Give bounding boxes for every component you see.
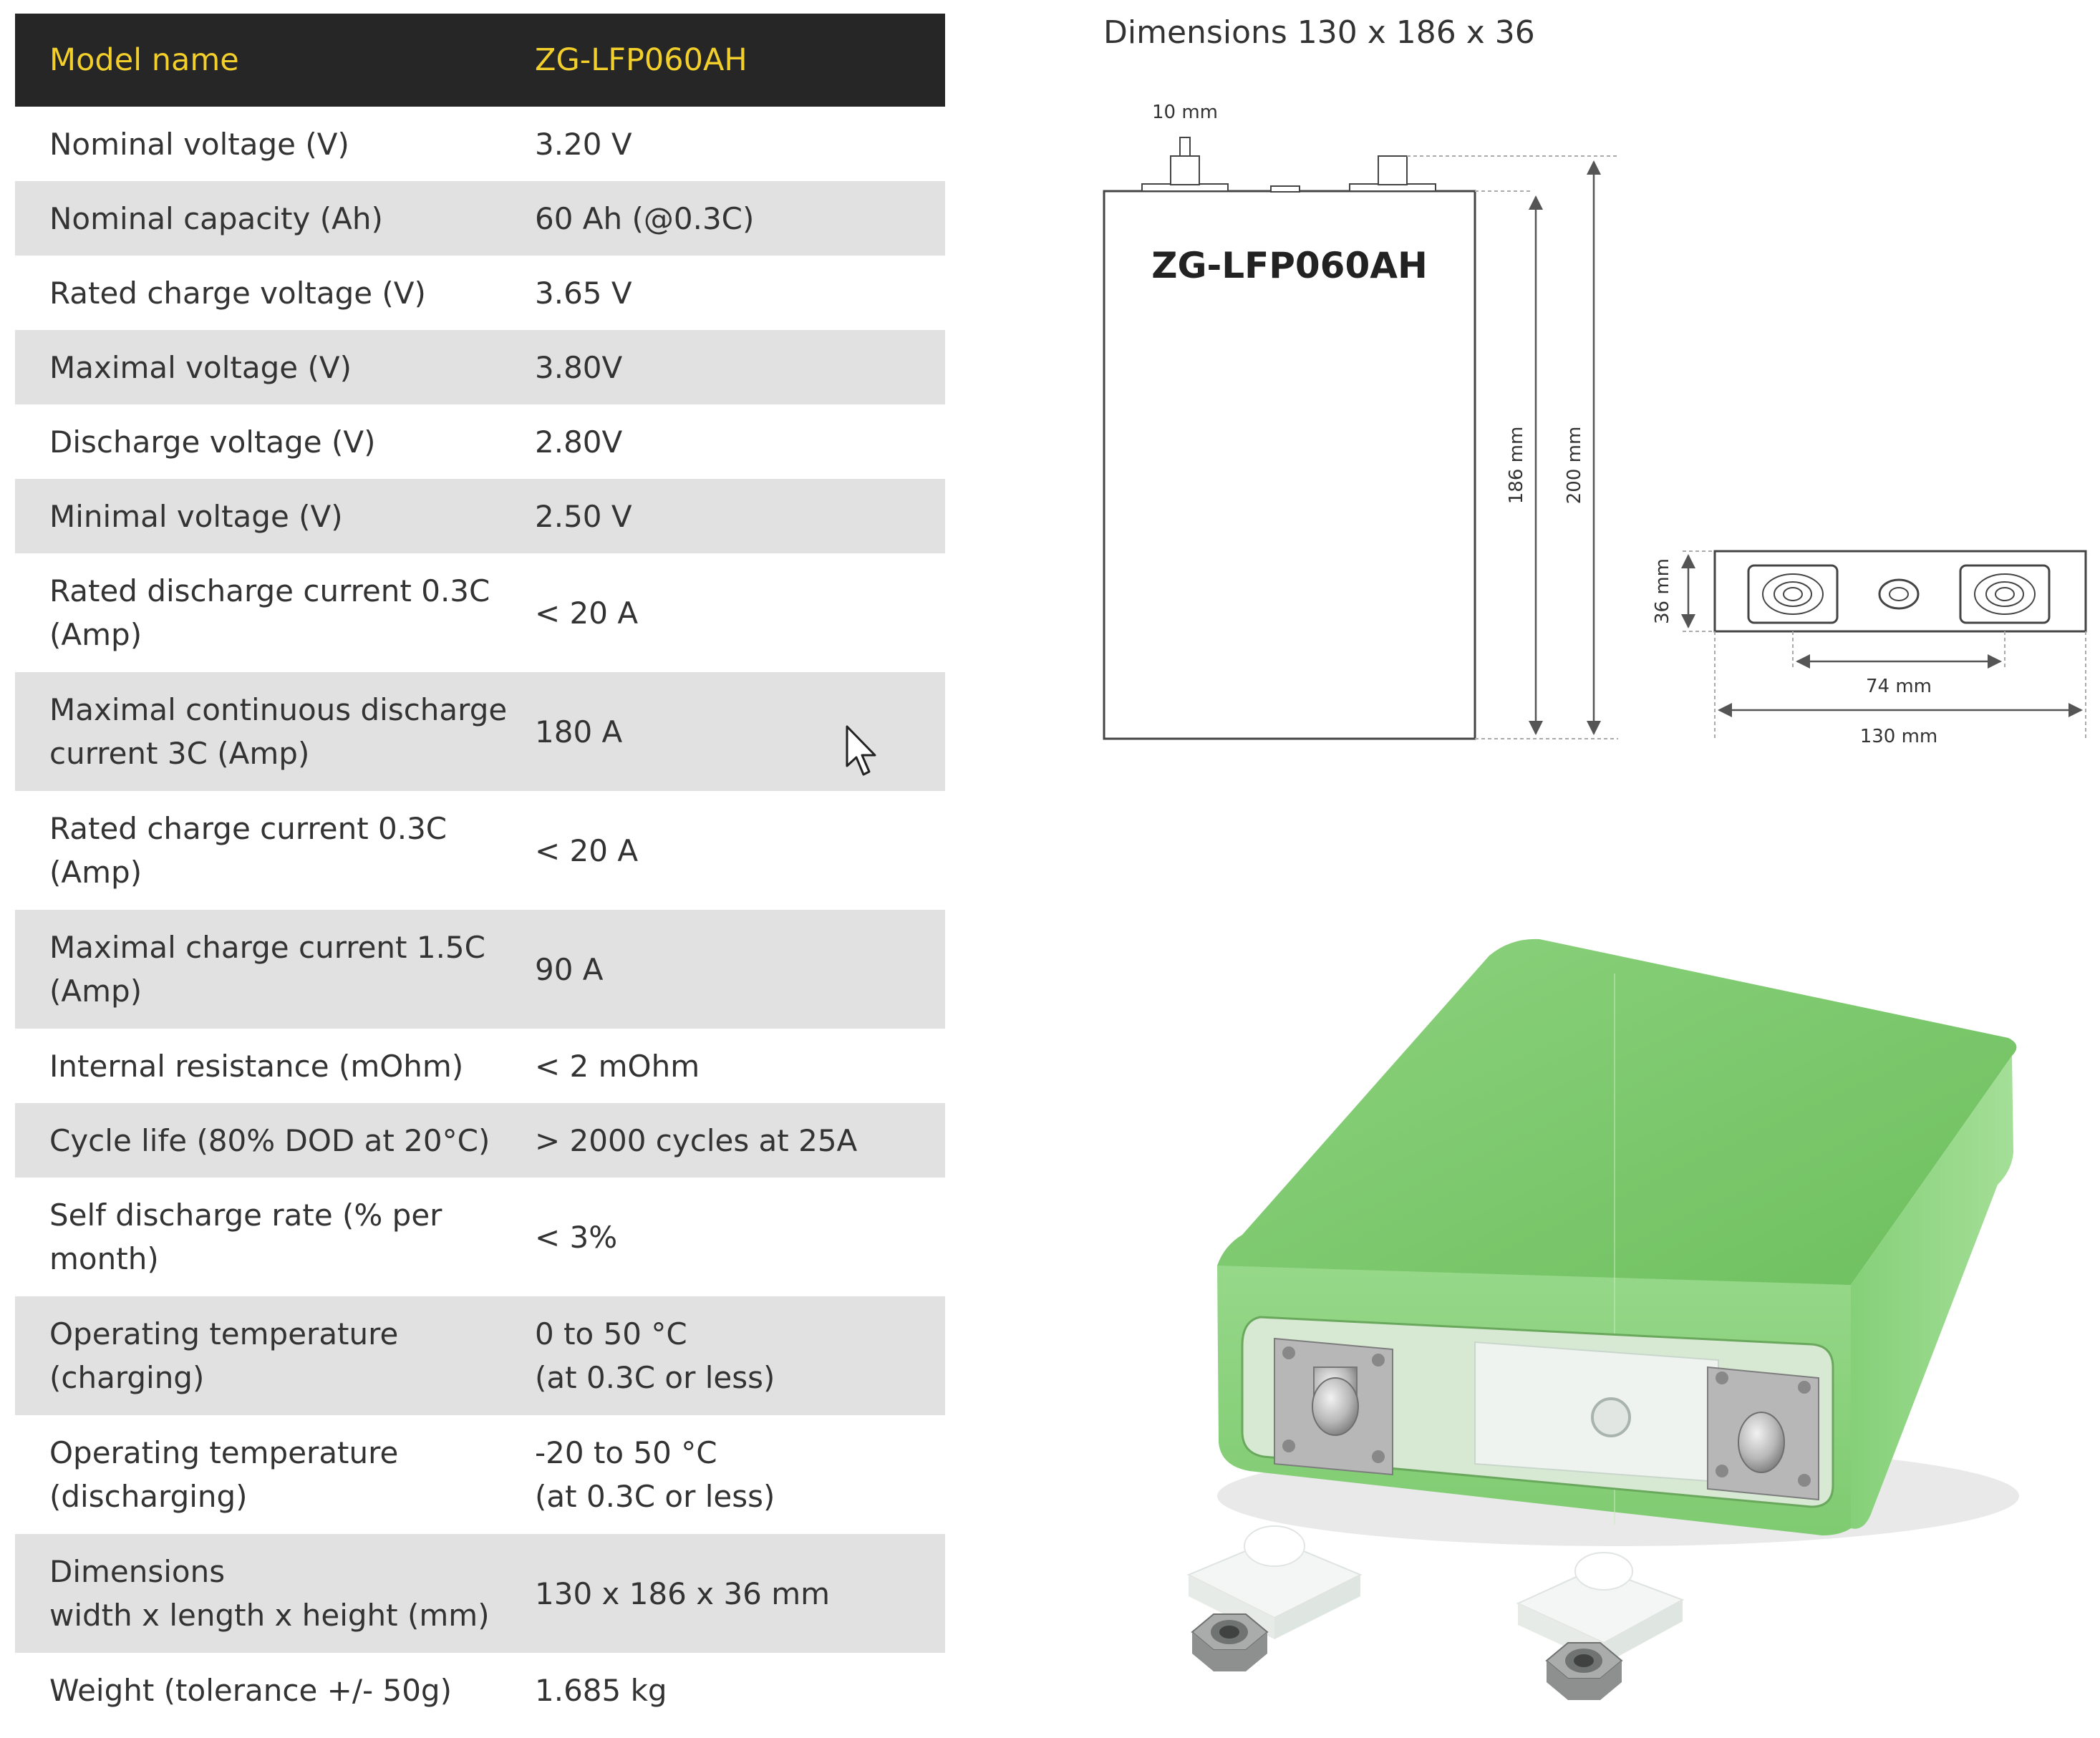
- row-value: < 3%: [535, 1219, 618, 1255]
- row-label: Rated charge current 0.3C (Amp): [49, 811, 447, 890]
- table-row: Maximal continuous discharge current 3C …: [15, 672, 945, 791]
- row-label: Internal resistance (mOhm): [49, 1048, 464, 1084]
- row-label: Self discharge rate (% per month): [49, 1198, 442, 1276]
- table-row: Operating temperature (discharging) -20 …: [15, 1415, 945, 1534]
- row-value: 130 x 186 x 36 mm: [535, 1576, 831, 1611]
- table-row: Internal resistance (mOhm) < 2 mOhm: [15, 1029, 945, 1103]
- table-row: Maximal charge current 1.5C (Amp) 90 A: [15, 910, 945, 1029]
- row-value: > 2000 cycles at 25A: [535, 1122, 858, 1158]
- row-value: 3.80V: [535, 349, 623, 385]
- row-value: 1.685 kg: [535, 1672, 667, 1708]
- table-row: Maximal voltage (V) 3.80V: [15, 330, 945, 404]
- total-height-label: 200 mm: [1564, 427, 1585, 505]
- table-row: Cycle life (80% DOD at 20°C) > 2000 cycl…: [15, 1103, 945, 1178]
- table-row: Dimensions width x length x height (mm) …: [15, 1534, 945, 1653]
- row-value: 0 to 50 °C (at 0.3C or less): [535, 1316, 775, 1395]
- row-label: Nominal capacity (Ah): [49, 200, 383, 236]
- thickness-label: 36 mm: [1652, 558, 1673, 624]
- row-label: Minimal voltage (V): [49, 498, 343, 534]
- row-label: Operating temperature (charging): [49, 1316, 399, 1395]
- row-label: Nominal voltage (V): [49, 126, 349, 162]
- table-row: Discharge voltage (V) 2.80V: [15, 404, 945, 479]
- table-row: Minimal voltage (V) 2.50 V: [15, 479, 945, 553]
- table-row: Weight (tolerance +/- 50g) 1.685 kg: [15, 1653, 945, 1727]
- row-label: Dimensions width x length x height (mm): [49, 1554, 490, 1633]
- header-label: Model name: [49, 42, 239, 78]
- table-row: Nominal capacity (Ah) 60 Ah (@0.3C): [15, 181, 945, 256]
- row-value: 60 Ah (@0.3C): [535, 200, 755, 236]
- row-label: Cycle life (80% DOD at 20°C): [49, 1122, 490, 1158]
- row-label: Maximal continuous discharge current 3C …: [49, 692, 508, 771]
- row-label: Maximal voltage (V): [49, 349, 352, 385]
- cell-model-label: ZG-LFP060AH: [1151, 245, 1428, 286]
- dimensions-title: Dimensions 130 x 186 x 36: [1103, 14, 1535, 51]
- row-label: Operating temperature (discharging): [49, 1435, 399, 1514]
- row-label: Rated charge voltage (V): [49, 275, 426, 311]
- top-view: 36 mm 74 mm 130 mm: [1652, 550, 2087, 747]
- terminal-spacing-label: 74 mm: [1866, 676, 1932, 697]
- table-row: Nominal voltage (V) 3.20 V: [15, 107, 945, 181]
- terminal-width-label: 10 mm: [1152, 102, 1218, 123]
- row-value: < 20 A: [535, 595, 639, 631]
- technical-drawing: 10 mm ZG-LFP060AH 186 mm 200 mm 36 mm: [1103, 102, 2087, 747]
- row-value: 2.80V: [535, 424, 623, 460]
- row-label: Discharge voltage (V): [49, 424, 376, 460]
- hex-nut-left: [1191, 1613, 1269, 1671]
- row-value: 90 A: [535, 951, 604, 987]
- table-row: Self discharge rate (% per month) < 3%: [15, 1178, 945, 1296]
- table-row: Rated discharge current 0.3C (Amp) < 20 …: [15, 553, 945, 672]
- row-label: Maximal charge current 1.5C (Amp): [49, 930, 485, 1009]
- table-row: Operating temperature (charging) 0 to 50…: [15, 1296, 945, 1415]
- header-value: ZG-LFP060AH: [535, 42, 747, 78]
- row-value: < 20 A: [535, 832, 639, 868]
- row-label: Rated discharge current 0.3C (Amp): [49, 573, 490, 652]
- body-height-label: 186 mm: [1506, 427, 1527, 505]
- front-view: 10 mm ZG-LFP060AH 186 mm 200 mm: [1103, 102, 1618, 740]
- cell-body: [1103, 190, 1476, 740]
- row-value: < 2 mOhm: [535, 1048, 700, 1084]
- row-value: 3.20 V: [535, 126, 632, 162]
- hex-nut-right: [1545, 1642, 1623, 1700]
- spec-table: Model name ZG-LFP060AH Nominal voltage (…: [15, 14, 945, 1727]
- battery-cell-photo: [1186, 938, 2019, 1700]
- table-row: Rated charge current 0.3C (Amp) < 20 A: [15, 791, 945, 910]
- mouse-cursor-icon: [846, 725, 876, 776]
- table-row: Rated charge voltage (V) 3.65 V: [15, 256, 945, 330]
- row-label: Weight (tolerance +/- 50g): [49, 1672, 452, 1708]
- row-value: 180 A: [535, 714, 623, 749]
- table-header-row: Model name ZG-LFP060AH: [15, 14, 945, 107]
- row-value: 3.65 V: [535, 275, 632, 311]
- row-value: 2.50 V: [535, 498, 632, 534]
- row-value: -20 to 50 °C (at 0.3C or less): [535, 1435, 775, 1514]
- width-label: 130 mm: [1860, 726, 1938, 747]
